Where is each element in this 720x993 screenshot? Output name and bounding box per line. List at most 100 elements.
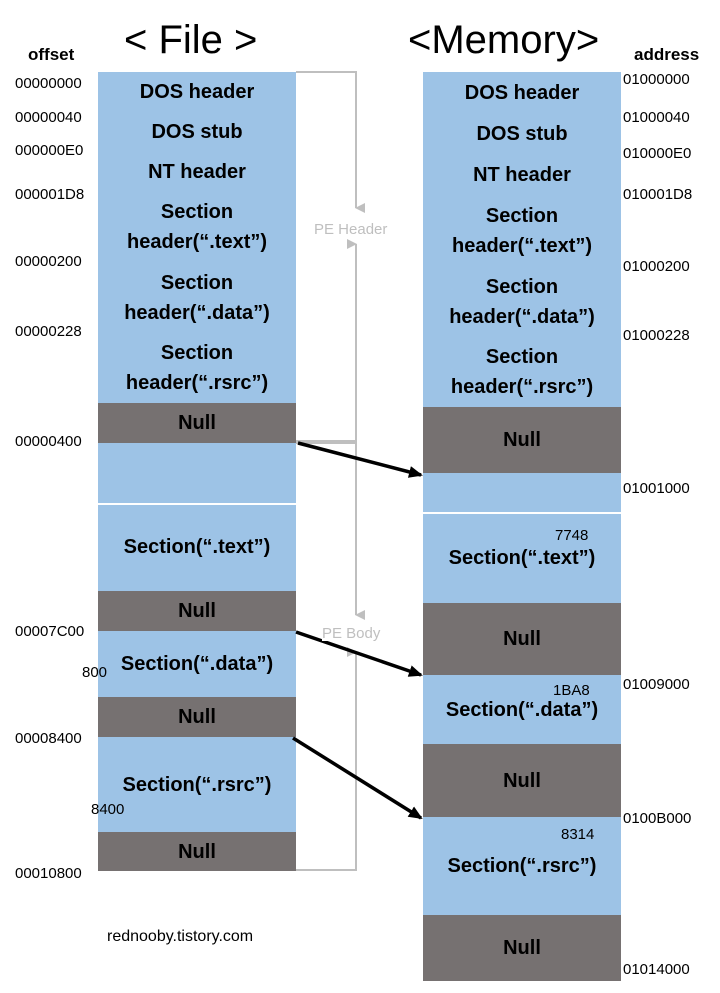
memory-section-header-data-line2: header(“.data”) <box>449 305 595 328</box>
file-dos-header-label: DOS header <box>139 81 255 103</box>
memory-dos-stub-label: DOS stub <box>476 122 568 145</box>
file-size-data: 800 <box>82 664 108 681</box>
memory-size-data: 1BA8 <box>553 682 590 699</box>
file-dos-stub-block: DOS stub <box>98 112 296 152</box>
file-offset-nt-header: 000000E0 <box>15 142 84 159</box>
file-offset-section-text: 00000400 <box>15 433 82 450</box>
file-dos-header-block: DOS header <box>98 72 296 112</box>
file-null-block-2: Null <box>98 591 296 631</box>
memory-section-header-rsrc-block: Section header(“.rsrc”) <box>423 337 621 407</box>
pe-header-label: PE Header <box>314 221 388 238</box>
memory-section-data-label: Section(“.data”) <box>445 698 599 721</box>
memory-divider <box>423 512 621 514</box>
file-section-rsrc-block: Section(“.rsrc”) <box>98 737 296 832</box>
pe-header-bracket <box>296 71 365 442</box>
file-null-label-1: Null <box>178 412 216 434</box>
memory-address-section-header-rsrc: 01000228 <box>623 327 690 344</box>
file-section-header-data-block: Section header(“.data”) <box>98 262 296 333</box>
pe-body-label: PE Body <box>322 625 381 642</box>
file-divider <box>98 503 296 505</box>
memory-section-header-text-line1: Section <box>485 205 559 227</box>
memory-section-header-text-block: Section header(“.text”) <box>423 196 621 266</box>
memory-null-block-4: Null <box>423 915 621 981</box>
memory-address-nt-header: 010000E0 <box>623 145 692 162</box>
memory-nt-header-block: NT header <box>423 154 621 196</box>
file-nt-header-label: NT header <box>148 161 246 183</box>
pe-header-arrow-down <box>296 71 365 213</box>
file-offset-dos-stub: 00000040 <box>15 109 82 126</box>
file-null-block-3: Null <box>98 697 296 737</box>
memory-null-label-2: Null <box>503 628 541 650</box>
memory-section-header-text-line2: header(“.text”) <box>451 235 593 257</box>
file-offset-end: 00010800 <box>15 865 82 882</box>
memory-address-dos-stub: 01000040 <box>623 109 690 126</box>
memory-null-label-4: Null <box>503 937 541 959</box>
file-nt-header-block: NT header <box>98 152 296 192</box>
pe-body-arrow-down <box>296 442 365 620</box>
memory-address-section-text: 01001000 <box>623 480 690 497</box>
file-section-header-data-line1: Section <box>160 271 234 294</box>
memory-address-end: 01014000 <box>623 961 690 978</box>
file-offset-section-data: 00007C00 <box>15 623 85 640</box>
credit-text: rednooby.tistory.com <box>107 928 254 945</box>
file-section-header-text-line1: Section <box>160 201 234 223</box>
file-null-label-2: Null <box>178 600 216 622</box>
memory-size-text: 7748 <box>555 527 589 544</box>
file-section-header-rsrc-line2: header(“.rsrc”) <box>125 372 269 394</box>
map-arrow-text <box>297 441 423 478</box>
pe-header-arrow-up <box>296 239 357 442</box>
memory-null-label-3: Null <box>503 769 541 792</box>
file-size-rsrc: 8400 <box>91 801 125 818</box>
file-offset-section-header-rsrc: 00000228 <box>15 323 82 340</box>
file-offset-dos-header: 00000000 <box>15 75 82 92</box>
memory-section-header-rsrc-line1: Section <box>485 346 559 368</box>
file-section-text-label: Section(“.text”) <box>123 536 271 558</box>
file-section-header-text-line2: header(“.text”) <box>126 231 268 253</box>
memory-section-data-block: Section(“.data”) <box>423 675 621 744</box>
memory-section-header-data-line1: Section <box>485 275 559 298</box>
memory-section-rsrc-block: Section(“.rsrc”) <box>423 817 621 915</box>
memory-title: <Memory> <box>408 18 600 62</box>
offset-column-header: offset <box>28 45 75 64</box>
file-offset-section-header-text: 000001D8 <box>15 186 85 203</box>
memory-null-label-1: Null <box>503 429 541 451</box>
file-section-header-rsrc-line1: Section <box>160 342 234 364</box>
file-offset-section-rsrc: 00008400 <box>15 730 82 747</box>
memory-dos-stub-block: DOS stub <box>423 113 621 154</box>
file-dos-stub-label: DOS stub <box>151 121 243 143</box>
map-arrow-rsrc <box>292 736 423 820</box>
file-title: < File > <box>124 18 258 62</box>
file-section-header-rsrc-block: Section header(“.rsrc”) <box>98 333 296 403</box>
memory-section-header-data-block: Section header(“.data”) <box>423 266 621 337</box>
file-section-header-text-block: Section header(“.text”) <box>98 192 296 262</box>
memory-address-section-rsrc: 0100B000 <box>623 810 692 827</box>
file-null-label-3: Null <box>178 706 216 728</box>
memory-null-block-2: Null <box>423 603 621 675</box>
memory-section-rsrc-label: Section(“.rsrc”) <box>447 855 597 877</box>
memory-dos-header-label: DOS header <box>464 81 580 104</box>
address-column-header: address <box>634 45 700 64</box>
memory-section-header-rsrc-line2: header(“.rsrc”) <box>450 376 594 398</box>
file-section-data-block: Section(“.data”) <box>98 631 296 697</box>
pe-body-arrow-up <box>296 647 357 871</box>
memory-null-block-3: Null <box>423 744 621 817</box>
file-offset-section-header-data: 00000200 <box>15 253 82 270</box>
file-null-block-1: Null <box>98 403 296 443</box>
pe-body-bracket <box>296 442 365 871</box>
file-null-label-4: Null <box>178 840 216 863</box>
memory-address-section-data: 01009000 <box>623 676 690 693</box>
memory-address-dos-header: 01000000 <box>623 71 690 88</box>
memory-nt-header-label: NT header <box>473 164 571 186</box>
memory-null-block-1: Null <box>423 407 621 473</box>
memory-section-text-label: Section(“.text”) <box>448 547 596 569</box>
file-section-header-data-line2: header(“.data”) <box>124 301 270 324</box>
map-arrow-data <box>295 630 423 677</box>
file-section-text-block: Section(“.text”) <box>98 443 296 591</box>
memory-dos-header-block: DOS header <box>423 72 621 113</box>
memory-section-text-block: Section(“.text”) <box>423 473 621 603</box>
file-section-rsrc-label: Section(“.rsrc”) <box>122 773 272 796</box>
file-null-block-4: Null <box>98 832 296 871</box>
file-section-data-label: Section(“.data”) <box>120 653 274 675</box>
memory-size-rsrc: 8314 <box>561 826 595 843</box>
